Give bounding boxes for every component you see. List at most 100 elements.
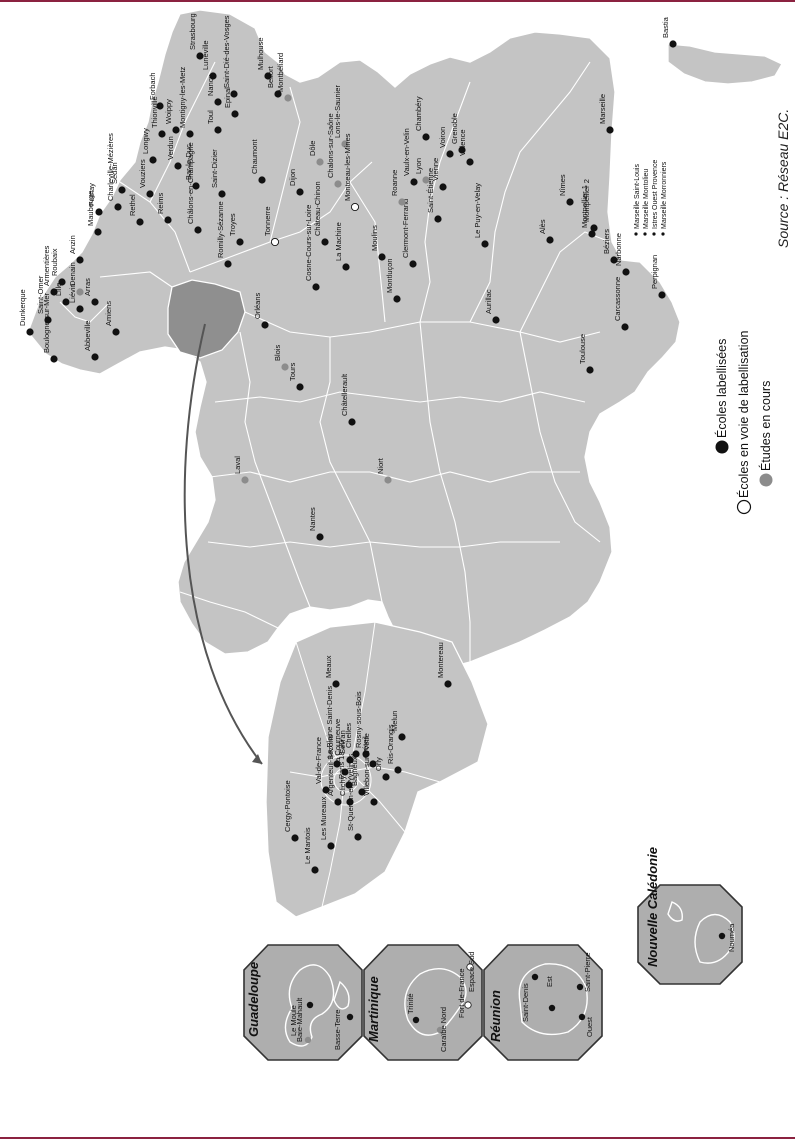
idf-label-rosny-sous-bois: Rosny-sous-Bois [354,691,363,748]
note-bullet [634,232,638,236]
city-label-vouziers: Vouziers [138,159,147,188]
city-marker-armentieres [50,288,58,296]
city-marker-chalons-en-champagne [194,226,202,234]
idf-label-sevran: Sevran [338,730,347,754]
city-label-saint-etienne: Saint-Étienne [426,168,435,213]
city-label-montceau-les-mines: Montceau-les-Mines [343,133,352,201]
city-marker-chateau-chinon [321,238,329,246]
city-marker-lille [62,298,70,306]
idf-label-les-mureaux: Les Mureaux [319,796,328,840]
city-label-valence: Valence [458,129,467,156]
city-label-chalons-en-champagne: Châlons-en-Champagne [186,142,195,224]
city-marker-toul [214,126,222,134]
city-marker-boulogne-sur-mer [50,355,58,363]
city-label-beziers: Béziers [602,229,611,254]
city-label-bastia: Bastia [661,16,670,38]
city-marker-grenoble [458,146,466,154]
inset-guadeloupe: Guadeloupe Baie-Mahault Le Moule Basse-T… [243,944,363,1061]
city-label-luneville: Lunéville [201,40,210,70]
city-label-armentieres: Armentières [42,245,51,286]
city-label-nimes: Nîmes [558,174,567,196]
legend-marker-studies [759,473,773,487]
city-label-verdun: Verdun [166,136,175,160]
city-label-perpignan: Perpignan [650,255,659,289]
inset-title-martinique: Martinique [366,976,381,1042]
label-baie-mahault: Baie-Mahault [295,997,304,1042]
city-marker-orleans [261,321,269,329]
department-borders [59,61,611,662]
marker-fort-de-france [464,1001,472,1009]
idf-label-meaux: Meaux [324,655,333,678]
city-label-saint-dizier: Saint-Dizier [210,149,219,188]
city-label-chalons-sur-saone: Chalons-sur-Saône [326,113,335,178]
city-label-aurillac: Aurillac [484,289,493,314]
note-istres-ouest-provence: Istres Ouest Provence [652,160,659,229]
label-ouest: Ouest [585,1016,594,1037]
city-marker-chalons-sur-saone [334,180,342,188]
city-label-cosne-cours-sur-loire: Cosne-Cours-sur-Loire [304,205,313,281]
city-marker-forbach [156,102,164,110]
note-bullet [652,232,656,236]
idf-label-argenteuil-bezons: Argenteuil-Bezons [326,734,335,796]
city-label-tonnerre: Tonnerre [263,206,272,236]
note-marseille-saint-louis: Marseille Saint-Louis [634,164,641,229]
marker-baie-mahault [306,1001,314,1009]
city-marker-chatellerault [348,418,356,426]
idf-label-le-mantois: Le Mantois [303,827,312,864]
idf-marker-creteil [369,760,377,768]
city-marker-longwy [149,156,157,164]
city-marker-clermont-ferrand [409,260,417,268]
city-marker-mulhouse [264,72,272,80]
city-marker-bastia [669,40,677,48]
inset-title-nc-line1: Nouvelle Calédonie [645,847,660,967]
city-label-longwy: Longwy [141,128,150,154]
city-marker-abbeville [91,353,99,361]
city-label-roanne: Roanne [390,170,399,196]
city-marker-belfort [274,90,282,98]
city-label-strasbourg: Strasbourg [188,13,197,50]
city-marker-epinal [231,110,239,118]
label-est: Est [545,975,554,987]
city-label-fumay: Fumay [87,183,96,206]
city-label-bar-le-duc: Bar-le-Duc [184,144,193,180]
marker-ouest [578,1013,586,1021]
city-marker-laval [241,476,249,484]
city-marker-montbeliard [284,94,292,102]
city-marker-anzin [76,256,84,264]
idf-marker-cergy-pontoise [291,834,299,842]
city-label-epinal: Epinal [223,87,232,108]
city-marker-montceau-les-mines [350,202,360,212]
idf-label-chelles: Chelles [344,723,353,748]
idf-marker-orly [382,773,390,781]
marker-espace-sud [466,963,474,971]
idf-marker-paris-18-20 [345,781,353,789]
marker-est [548,1004,556,1012]
city-label-montlucon: Montluçon [385,258,394,293]
zoom-arrowhead [252,754,262,764]
city-label-lievin: Liévin [68,283,77,303]
city-label-reims: Reims [156,192,165,214]
idf-label-ris-orangis: Ris-Orangis [386,724,395,764]
source-text: Source : Réseau E2C. [775,109,791,248]
label-fort-de-france: Fort de-France [457,968,466,1018]
city-label-mulhouse: Mulhouse [256,37,265,70]
city-marker-nancy [214,98,222,106]
inset-title-guadeloupe: Guadeloupe [246,962,261,1037]
city-label-niort: Niort [376,457,385,474]
city-marker-denain [76,288,84,296]
city-marker-la-machine [342,263,350,271]
city-marker-nantes [316,533,324,541]
city-label-clermont-ferrand: Clermont-Ferrand [401,199,410,258]
city-marker-amiens [112,328,120,336]
city-label-saint-die-des-vosges: Saint-Dié-des-Vosges [222,15,231,88]
city-marker-charleville-mezieres [114,203,122,211]
inset-reunion: Réunion Saint-Denis Est Ouest Saint-Pier… [483,944,603,1061]
idf-borders [289,621,441,908]
city-label-laval: Laval [233,456,242,474]
city-label-forbach: Forbach [148,72,157,100]
city-marker-thionville [158,130,166,138]
city-marker-dunkerque [26,328,34,336]
city-marker-perpignan [658,291,666,299]
